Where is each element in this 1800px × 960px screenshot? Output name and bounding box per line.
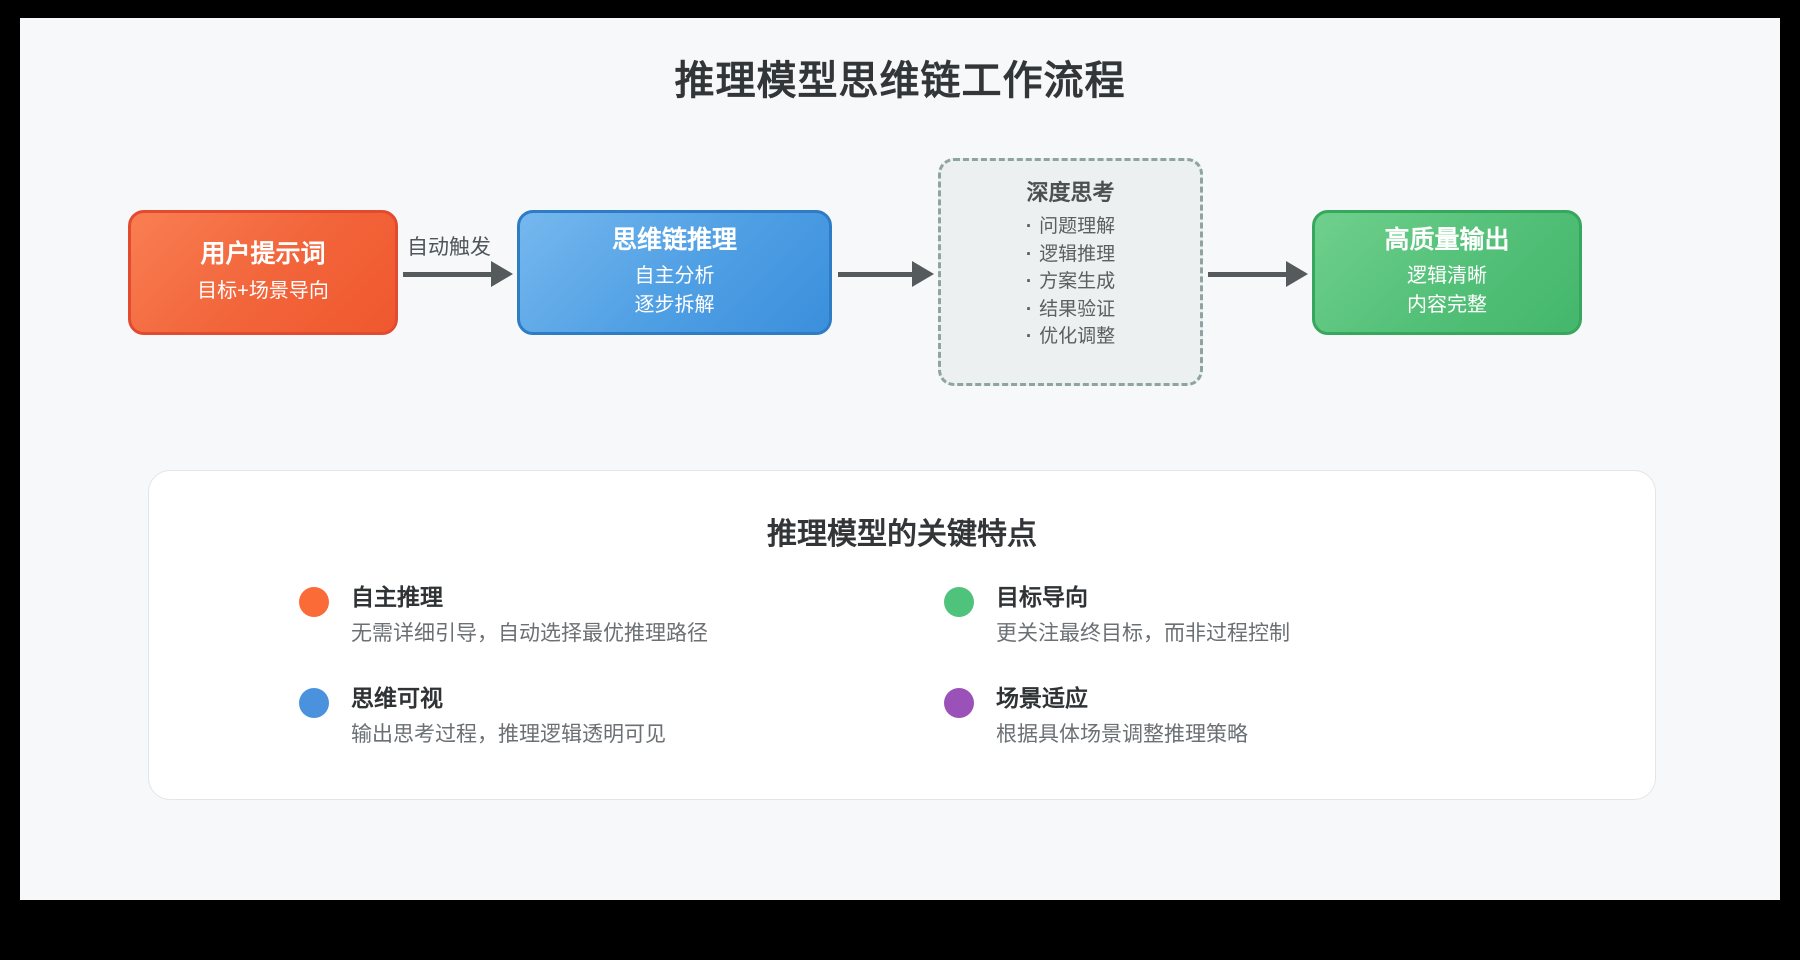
flow-node-cot-sub2: 逐步拆解 <box>634 294 715 317</box>
flow-node-prompt-title: 用户提示词 <box>200 240 326 269</box>
key-features-title: 推理模型的关键特点 <box>767 518 1037 551</box>
feature-description: 无需详细引导，自动选择最优推理路径 <box>351 621 708 645</box>
flow-arrow-1 <box>403 261 513 287</box>
flow-node-cot-title: 思维链推理 <box>611 225 737 254</box>
arrow-head-icon <box>491 261 513 287</box>
arrow-shaft <box>403 271 491 277</box>
arrow-head-icon <box>1286 261 1308 287</box>
arrow-label-auto-trigger: 自动触发 <box>407 236 491 259</box>
workflow-flow: 用户提示词 目标+场景导向 自动触发 思维链推理 自主分析 逐步拆解 深度思考 … <box>20 148 1780 398</box>
feature-name: 思维可视 <box>351 685 443 712</box>
deep-thinking-item: 结果验证 <box>941 296 1200 324</box>
key-features-card: 推理模型的关键特点 自主推理 无需详细引导，自动选择最优推理路径 目标导向 更关… <box>148 470 1656 800</box>
feature-name: 目标导向 <box>996 584 1088 610</box>
deep-thinking-title: 深度思考 <box>1026 180 1115 205</box>
feature-name: 场景适应 <box>996 685 1088 712</box>
page-title: 推理模型思维链工作流程 <box>674 59 1126 103</box>
key-features-grid: 自主推理 无需详细引导，自动选择最优推理路径 目标导向 更关注最终目标，而非过程… <box>299 583 1529 749</box>
deep-thinking-panel[interactable]: 深度思考 问题理解 逻辑推理 方案生成 结果验证 优化调整 <box>938 158 1203 386</box>
feature-item-scenario-adaptive[interactable]: 场景适应 根据具体场景调整推理策略 <box>944 684 1529 749</box>
flow-node-output[interactable]: 高质量输出 逻辑清晰 内容完整 <box>1312 210 1582 335</box>
deep-thinking-item: 问题理解 <box>941 213 1200 241</box>
arrow-shaft <box>838 271 912 277</box>
deep-thinking-item: 优化调整 <box>941 323 1200 351</box>
flow-node-prompt-subtitle: 目标+场景导向 <box>197 279 329 302</box>
feature-item-goal-oriented[interactable]: 目标导向 更关注最终目标，而非过程控制 <box>944 583 1529 648</box>
arrow-shaft <box>1208 271 1286 277</box>
feature-description: 输出思考过程，推理逻辑透明可见 <box>351 723 666 747</box>
flow-node-output-sub1: 逻辑清晰 <box>1407 265 1487 288</box>
flow-node-cot-sub1: 自主分析 <box>634 265 715 288</box>
flow-arrow-2 <box>838 261 934 287</box>
feature-description: 更关注最终目标，而非过程控制 <box>996 621 1290 645</box>
feature-name: 自主推理 <box>351 584 443 610</box>
feature-description: 根据具体场景调整推理策略 <box>996 723 1248 747</box>
feature-bullet-dot-icon <box>944 688 974 719</box>
feature-item-visible-thinking[interactable]: 思维可视 输出思考过程，推理逻辑透明可见 <box>299 684 884 749</box>
feature-item-autonomous[interactable]: 自主推理 无需详细引导，自动选择最优推理路径 <box>299 583 884 648</box>
flow-node-output-sub2: 内容完整 <box>1407 294 1487 317</box>
feature-bullet-dot-icon <box>944 587 974 617</box>
flow-node-prompt[interactable]: 用户提示词 目标+场景导向 <box>128 210 398 335</box>
deep-thinking-item: 方案生成 <box>941 268 1200 296</box>
deep-thinking-item: 逻辑推理 <box>941 241 1200 269</box>
flow-arrow-3 <box>1208 261 1308 287</box>
arrow-head-icon <box>912 261 934 287</box>
feature-bullet-dot-icon <box>299 688 329 719</box>
flow-node-cot[interactable]: 思维链推理 自主分析 逐步拆解 <box>517 210 832 335</box>
flow-node-output-title: 高质量输出 <box>1384 225 1510 254</box>
feature-bullet-dot-icon <box>299 587 329 617</box>
deep-thinking-list: 问题理解 逻辑推理 方案生成 结果验证 优化调整 <box>941 213 1200 351</box>
diagram-canvas: 推理模型思维链工作流程 用户提示词 目标+场景导向 自动触发 思维链推理 自主分… <box>20 18 1780 900</box>
